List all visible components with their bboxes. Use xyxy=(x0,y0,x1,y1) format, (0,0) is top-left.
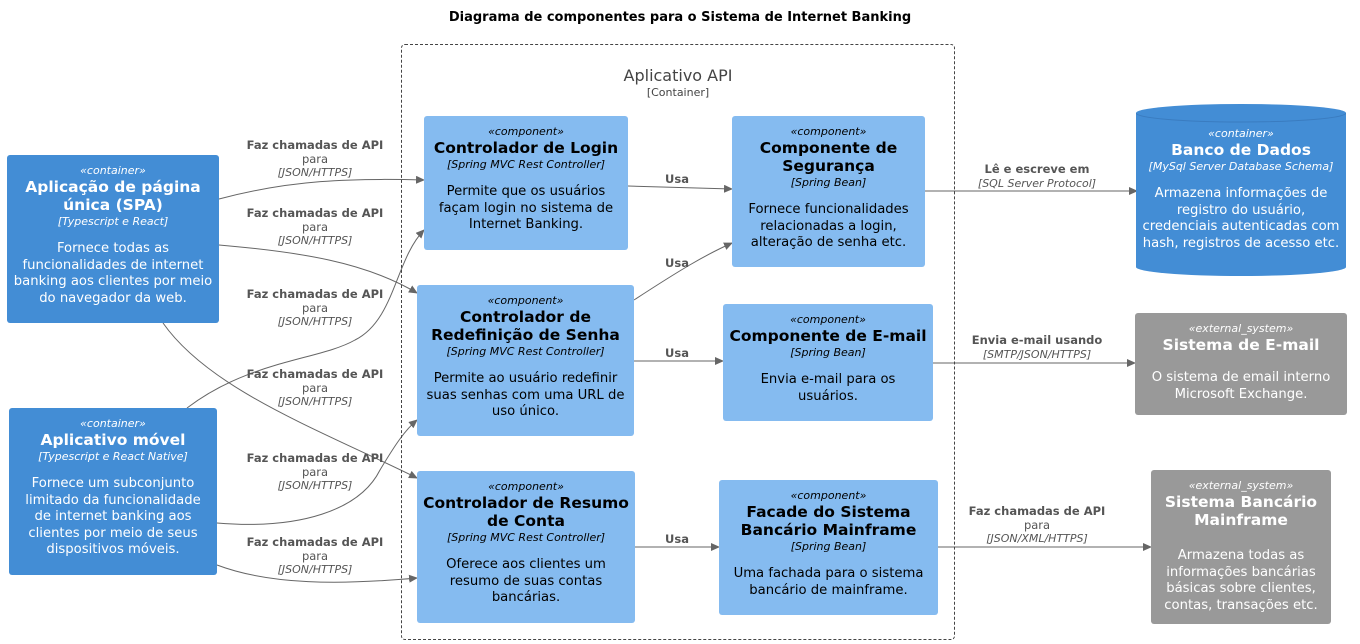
edge-mobile-login xyxy=(186,229,425,409)
node-desc: Fornece funcionalidades relacionadas a l… xyxy=(748,202,909,250)
password-reset-controller: «component» Controlador de Redefinição d… xyxy=(417,285,634,436)
edge-mobile-summary xyxy=(216,564,418,583)
stereotype: «external_system» xyxy=(1188,479,1294,492)
node-name: Aplicativo móvel xyxy=(40,431,186,449)
email-system-external: «external_system» Sistema de E-mail O si… xyxy=(1135,313,1347,415)
stereotype: «component» xyxy=(790,313,866,326)
spa-container: «container» Aplicação de página única (S… xyxy=(7,155,219,323)
edge-label: Lê e escreve em[SQL Server Protocol] xyxy=(977,162,1097,190)
node-tech: [Spring MVC Rest Controller] xyxy=(446,158,606,171)
edge-spa-summary xyxy=(162,322,418,479)
edge-label: Usa xyxy=(665,532,689,546)
node-name: Sistema de E-mail xyxy=(1162,336,1320,354)
stereotype: «container» xyxy=(80,164,146,177)
boundary-tech: [Container] xyxy=(646,86,710,99)
edge-spa-reset xyxy=(218,244,418,294)
node-name: Aplicação de página única (SPA) xyxy=(25,178,201,214)
stereotype: «container» xyxy=(80,417,146,430)
node-desc: Fornece um subconjunto limitado da funci… xyxy=(25,476,201,557)
node-name: Sistema Bancário Mainframe xyxy=(1164,493,1318,529)
node-desc: Fornece todas as funcionalidades de inte… xyxy=(13,241,213,306)
mainframe-banking-system-external: «external_system» Sistema Bancário Mainf… xyxy=(1151,470,1331,624)
security-component: «component» Componente de Segurança [Spr… xyxy=(732,116,925,267)
node-desc: Permite ao usuário redefinir suas senhas… xyxy=(426,371,625,419)
node-desc: Oferece aos clientes um resumo de suas c… xyxy=(446,557,606,605)
edge-label: Usa xyxy=(665,346,689,360)
node-name: Componente de E-mail xyxy=(729,327,927,345)
node-desc: O sistema de email interno Microsoft Exc… xyxy=(1151,370,1331,402)
node-name: Controlador de Login xyxy=(433,139,619,157)
node-tech: [Typescript e React] xyxy=(57,215,169,228)
stereotype: «component» xyxy=(790,489,867,502)
stereotype: «component» xyxy=(488,125,564,138)
edge-label: Usa xyxy=(665,256,689,270)
mainframe-facade-component: «component» Facade do Sistema Bancário M… xyxy=(719,480,938,615)
login-controller: «component» Controlador de Login [Spring… xyxy=(424,116,628,250)
edge-mobile-reset xyxy=(216,419,418,525)
stereotype: «component» xyxy=(488,480,564,493)
database-container: «container» Banco de Dados [MySql Server… xyxy=(1136,104,1346,276)
stereotype: «component» xyxy=(487,294,564,307)
mobile-app-container: «container» Aplicativo móvel [Typescript… xyxy=(9,408,217,575)
edge-label: Envia e-mail usando[SMTP/JSON/HTTPS] xyxy=(971,333,1103,361)
node-tech: [Typescript e React Native] xyxy=(38,450,188,463)
node-desc: Envia e-mail para os usuários. xyxy=(760,372,896,404)
node-name: Banco de Dados xyxy=(1171,141,1311,159)
node-tech: [Spring Bean] xyxy=(790,176,867,189)
node-desc: Armazena informações de registro do usuá… xyxy=(1142,186,1340,251)
stereotype: «container» xyxy=(1208,127,1274,140)
node-tech: [Spring MVC Rest Controller] xyxy=(446,345,605,358)
node-tech: [Spring MVC Rest Controller] xyxy=(446,531,606,544)
edge-reset-security xyxy=(633,242,733,301)
diagram-title: Diagrama de componentes para o Sistema d… xyxy=(448,10,912,25)
boundary-title: Aplicativo API xyxy=(623,66,733,85)
node-name: Controlador de Resumo de Conta xyxy=(423,494,629,530)
stereotype: «external_system» xyxy=(1188,322,1294,335)
node-desc: Permite que os usuários façam login no s… xyxy=(438,184,614,232)
node-tech: [MySql Server Database Schema] xyxy=(1148,160,1334,173)
node-name: Facade do Sistema Bancário Mainframe xyxy=(740,503,917,539)
node-desc: Armazena todas as informações bancárias … xyxy=(1164,548,1318,613)
edge-label: Usa xyxy=(665,172,689,186)
node-tech: [Spring Bean] xyxy=(790,346,866,359)
node-name: Controlador de Redefinição de Senha xyxy=(431,308,620,344)
edge-login-security xyxy=(627,184,733,193)
account-summary-controller: «component» Controlador de Resumo de Con… xyxy=(417,471,635,623)
stereotype: «component» xyxy=(790,125,867,138)
node-tech: [Spring Bean] xyxy=(790,540,867,553)
edge-spa-login xyxy=(218,175,425,200)
api-application-boundary xyxy=(401,44,955,640)
database-cylinder-shape xyxy=(1136,104,1346,276)
node-desc: Uma fachada para o sistema bancário de m… xyxy=(733,566,924,598)
node-name: Componente de Segurança xyxy=(759,139,898,175)
email-component: «component» Componente de E-mail [Spring… xyxy=(723,304,933,421)
